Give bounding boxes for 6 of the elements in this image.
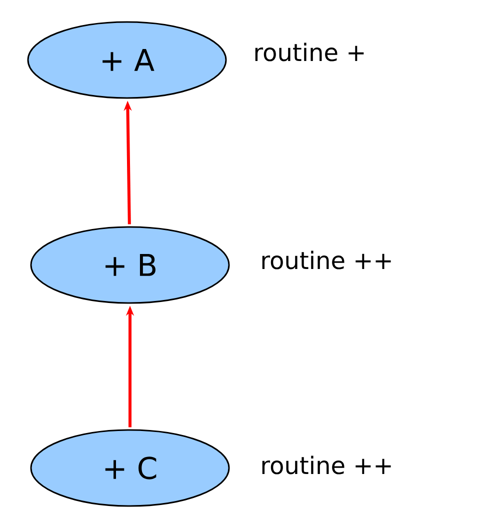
- ellipse-node: + A: [27, 21, 227, 99]
- ellipse-node: + B: [30, 226, 230, 304]
- beside-label: routine ++: [262, 456, 391, 474]
- beside-label: routine +: [255, 42, 364, 62]
- beside-label: routine ++: [262, 250, 391, 270]
- ellipse-node: + C: [30, 429, 230, 507]
